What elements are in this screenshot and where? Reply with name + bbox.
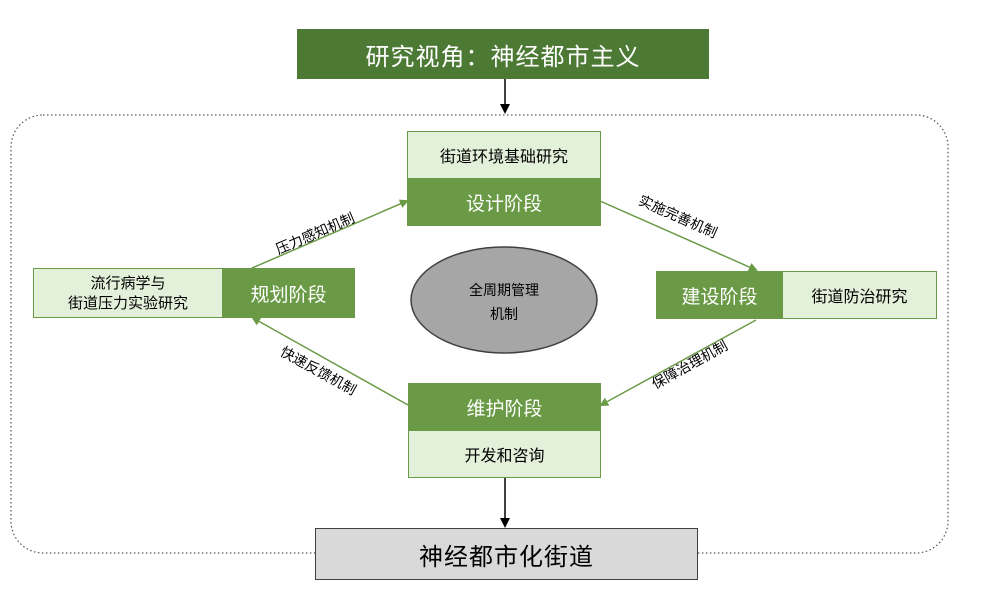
dotted-frame (10, 114, 949, 554)
maintenance-stage-box: 维护阶段 (408, 383, 601, 431)
center-ellipse (410, 246, 598, 354)
title-text: 研究视角：神经都市主义 (365, 42, 641, 71)
planning-research-line1: 流行病学与 (90, 274, 166, 292)
mechanism-design-to-construction: 实施完善机制 (636, 193, 719, 242)
planning-research-line2: 街道压力实验研究 (67, 294, 188, 312)
maintenance-research-box: 开发和咨询 (408, 430, 601, 478)
construction-stage-box: 建设阶段 (656, 271, 783, 319)
bottom-result-text: 神经都市化街道 (419, 542, 594, 571)
design-stage-text: 设计阶段 (465, 192, 542, 215)
construction-research-text: 街道防治研究 (811, 287, 908, 306)
planning-stage-box: 规划阶段 (222, 268, 355, 318)
construction-stage-text: 建设阶段 (681, 285, 758, 308)
mechanism-planning-to-design: 压力感知机制 (273, 210, 357, 258)
arrow-maintenance-to-planning (251, 317, 409, 406)
design-research-text: 街道环境基础研究 (439, 147, 568, 166)
arrow-design-to-construction (599, 200, 758, 272)
arrow-planning-to-design (251, 199, 409, 269)
arrow-construction-to-maintenance (599, 319, 757, 406)
bottom-result-box: 神经都市化街道 (315, 528, 698, 580)
planning-stage-text: 规划阶段 (250, 283, 327, 306)
design-research-box: 街道环境基础研究 (407, 131, 601, 179)
title-box: 研究视角：神经都市主义 (297, 29, 709, 79)
center-label-line2: 机制 (490, 307, 518, 323)
maintenance-research-text: 开发和咨询 (464, 446, 545, 465)
planning-research-box: 流行病学与 街道压力实验研究 (33, 268, 223, 318)
center-label-line1: 全周期管理 (469, 282, 539, 299)
mechanism-construction-to-maintenance: 保障治理机制 (649, 338, 730, 393)
design-stage-box: 设计阶段 (407, 178, 601, 226)
mechanism-maintenance-to-planning: 快速反馈机制 (277, 344, 358, 399)
maintenance-stage-text: 维护阶段 (466, 397, 543, 420)
construction-research-box: 街道防治研究 (782, 271, 937, 319)
